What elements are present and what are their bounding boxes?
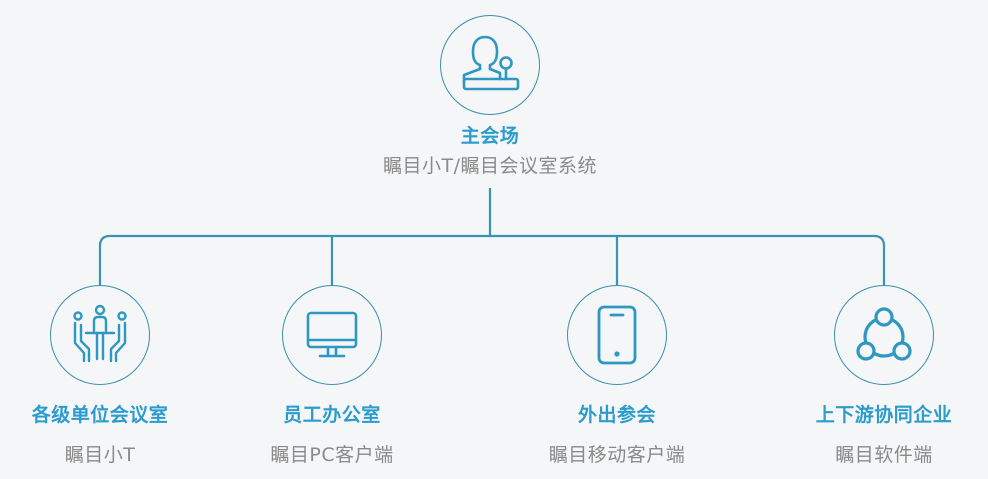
presenter-podium-icon bbox=[462, 35, 520, 91]
child-node-icon-circle bbox=[282, 285, 382, 385]
child-subtitle: 瞩目小T bbox=[64, 444, 136, 466]
share-network-icon bbox=[856, 307, 912, 361]
child-subtitle: 瞩目移动客户端 bbox=[548, 444, 686, 466]
child-title: 员工办公室 bbox=[283, 404, 381, 426]
desktop-monitor-icon bbox=[306, 311, 358, 358]
child-node-icon-circle bbox=[567, 285, 667, 385]
child-node-icon-circle bbox=[50, 285, 150, 385]
child-subtitle: 瞩目PC客户端 bbox=[270, 444, 394, 466]
child-title: 上下游协同企业 bbox=[815, 404, 953, 426]
child-title: 各级单位会议室 bbox=[31, 404, 169, 426]
root-title: 主会场 bbox=[460, 125, 520, 147]
child-title: 外出参会 bbox=[577, 404, 656, 426]
child-subtitle: 瞩目软件端 bbox=[835, 444, 933, 466]
mobile-phone-icon bbox=[597, 305, 637, 365]
root-node-icon-circle bbox=[440, 15, 540, 115]
meeting-table-icon bbox=[73, 304, 127, 363]
child-node-icon-circle bbox=[834, 285, 934, 385]
root-subtitle: 瞩目小T/瞩目会议室系统 bbox=[382, 155, 597, 177]
